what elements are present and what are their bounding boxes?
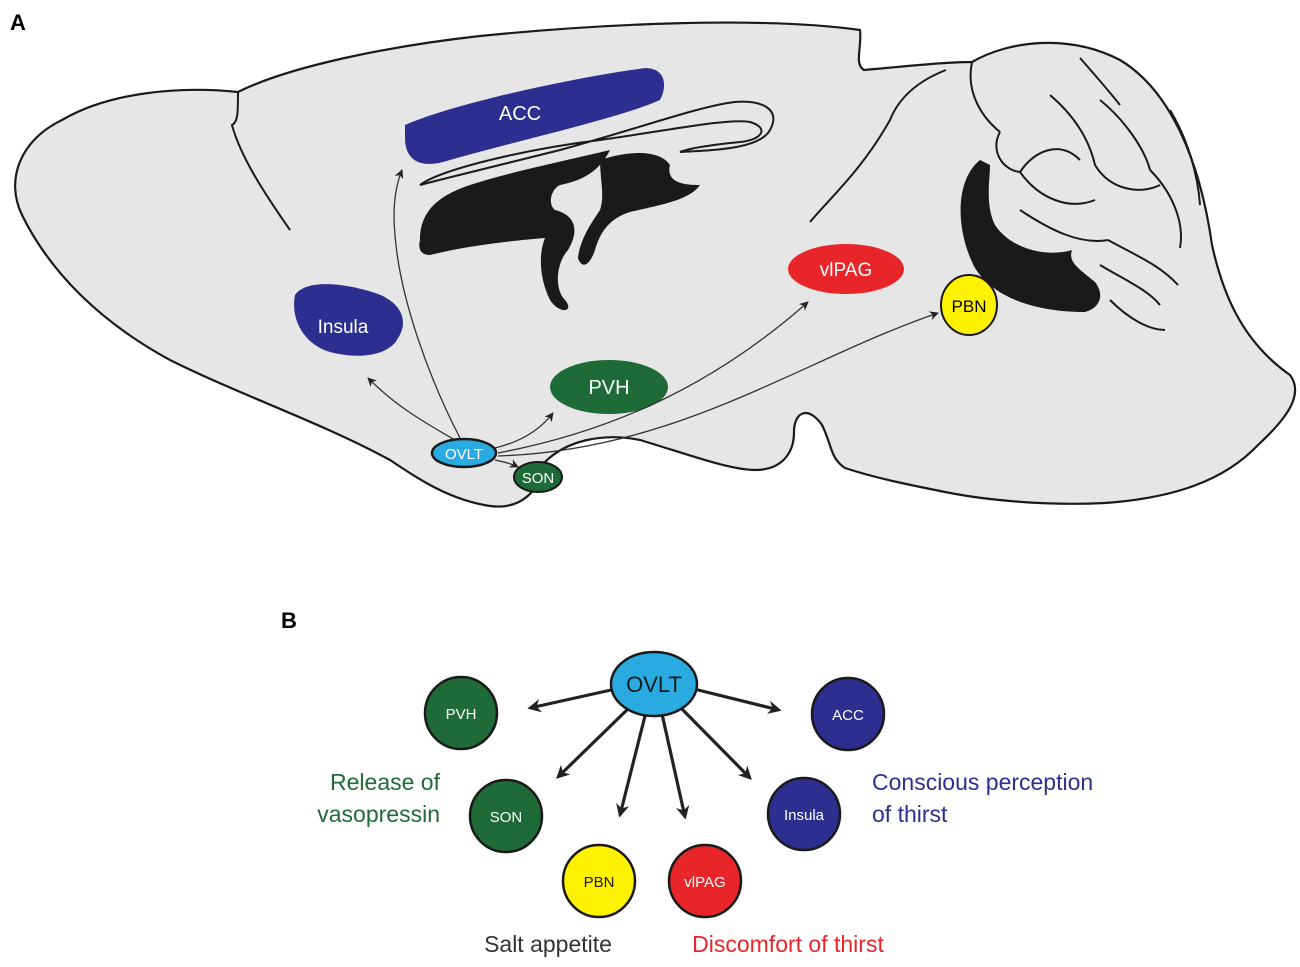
node-ovlt-label: OVLT — [626, 672, 682, 697]
region-pvh-label: PVH — [588, 377, 629, 399]
region-pvh-shape — [550, 360, 668, 414]
node-insula-label: Insula — [784, 807, 825, 824]
region-son-label: SON — [522, 470, 555, 487]
node-son — [468, 778, 544, 854]
function-conscious-line1: Conscious perception — [872, 769, 1093, 795]
region-acc-shape — [405, 68, 665, 164]
node-insula — [766, 776, 842, 852]
arrow-b-pbn — [616, 711, 648, 818]
node-pbn-label: PBN — [584, 874, 615, 891]
region-vlpag-shape — [788, 244, 904, 294]
corpus-callosum — [419, 100, 775, 186]
arrow-b-son — [556, 703, 634, 779]
region-insula-shape — [294, 284, 403, 356]
arrow-b-pvh — [527, 686, 621, 713]
sulcus-frontal — [230, 91, 291, 231]
node-acc — [810, 676, 886, 752]
node-pbn — [561, 843, 637, 919]
node-vlpag — [667, 843, 743, 919]
arrow-ovlt-son — [494, 459, 519, 468]
cerebellum-folia — [969, 57, 1201, 331]
region-vlpag-label: vlPAG — [820, 260, 872, 281]
brain-sagittal-section: ACC Insula PVH SON vlPAG PBN OVLT — [14, 21, 1297, 508]
node-acc-label: ACC — [832, 707, 864, 724]
fourth-ventricle — [960, 160, 1101, 312]
region-son-shape — [513, 461, 563, 493]
panel-b-label: B — [281, 608, 297, 633]
arrow-b-vlpag — [660, 713, 690, 820]
panel-a-label: A — [10, 10, 26, 35]
ovlt-projections — [367, 169, 939, 468]
region-pbn-label: PBN — [952, 297, 987, 316]
node-pvh — [423, 675, 499, 751]
region-ovlt-label: OVLT — [445, 446, 483, 463]
arrow-ovlt-pbn — [497, 311, 939, 457]
arrow-ovlt-insula — [367, 377, 456, 441]
node-pvh-label: PVH — [446, 706, 477, 723]
arrow-ovlt-vlpag — [497, 301, 809, 454]
sulcus-midbrain — [809, 69, 947, 223]
function-discomfort: Discomfort of thirst — [692, 931, 884, 957]
arrow-ovlt-acc — [393, 169, 461, 439]
third-ventricle — [578, 153, 700, 265]
function-conscious-line2: of thirst — [872, 801, 948, 827]
region-pbn-shape — [940, 274, 998, 336]
brain-outline — [14, 21, 1297, 508]
node-son-label: SON — [490, 809, 523, 826]
function-vasopressin-line1: Release of — [330, 769, 441, 795]
function-salt-appetite: Salt appetite — [484, 931, 612, 957]
node-ovlt — [609, 650, 699, 718]
region-insula-label: Insula — [318, 317, 369, 338]
node-vlpag-label: vlPAG — [684, 874, 725, 891]
function-vasopressin-line2: vasopressin — [317, 801, 440, 827]
lateral-ventricle — [419, 150, 610, 311]
arrow-ovlt-pvh — [494, 412, 554, 449]
region-ovlt-shape — [430, 437, 498, 469]
arrow-b-acc — [689, 686, 782, 714]
arrow-b-insula — [676, 703, 752, 780]
region-acc-label: ACC — [499, 103, 541, 125]
schematic-diagram: OVLT PVH SON PBN vlPAG Insula ACC Releas… — [317, 650, 1093, 957]
